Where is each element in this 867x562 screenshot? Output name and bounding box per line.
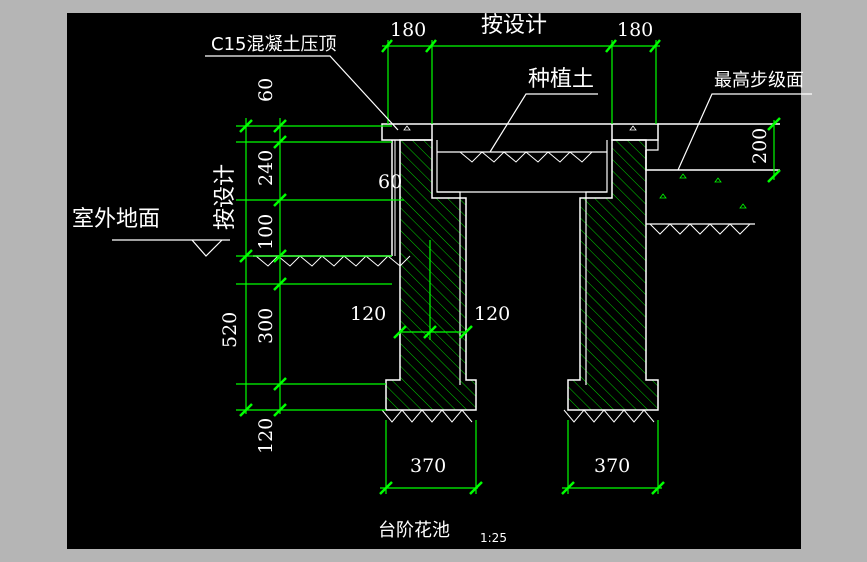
planting-soil-label: 种植土 [528,67,594,92]
dim-base-left: 370 [410,455,446,477]
top-step [645,123,780,235]
dim-top-left: 180 [390,19,426,41]
drawing-scale: 1:25 [480,531,507,545]
dim-left-240: 240 [255,150,277,186]
dim-left-100: 100 [255,214,277,250]
right-wall [567,139,659,411]
dim-wall-left-120: 120 [350,303,386,325]
design-left-label: 按设计 [213,164,238,230]
dim-top-right: 180 [617,19,653,41]
dim-base-right: 370 [594,455,630,477]
right-coping [611,123,659,141]
leader-lines [205,55,812,171]
dim-left-520: 520 [219,312,241,348]
left-coping [381,123,433,141]
dim-wall-right-120: 120 [474,303,510,325]
soil-symbol [459,151,593,163]
dim-step-200: 200 [749,128,771,164]
coping-label: C15混凝土压顶 [211,34,336,55]
drawing-title: 台阶花池 [378,520,450,541]
dim-left-60: 60 [255,78,277,102]
outdoor-ground-label: 室外地面 [72,207,160,232]
design-top-label: 按设计 [481,13,547,38]
dim-left-300: 300 [255,308,277,344]
top-step-label: 最高步级面 [714,70,804,91]
dim-left-120: 120 [255,418,277,454]
planter-outline [432,123,612,385]
left-wall [385,139,477,411]
dimension-lines [236,39,781,495]
base-ground [381,409,655,423]
dim-inner-60: 60 [378,171,402,193]
